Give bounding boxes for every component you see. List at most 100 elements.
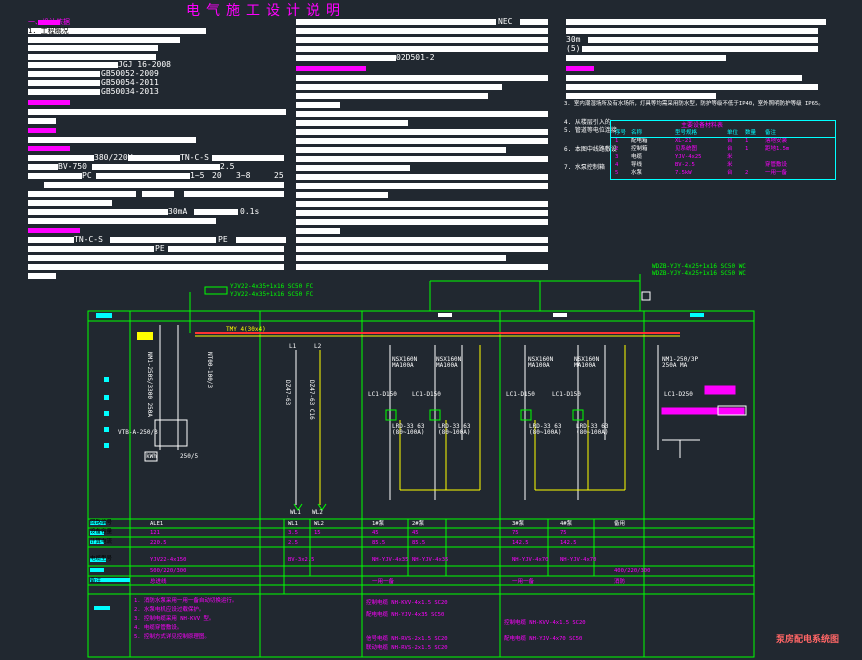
feeder-cable-label: WDZB-YJY-4x25+1x16 SC50 WC: [652, 263, 746, 270]
reference-code: 02D501-2: [396, 53, 435, 62]
table-row-label: 电缆型号: [90, 556, 113, 562]
right-text-column: 30m (5) 3. 室内潮湿场所及有水场所，灯具等均需采用防水型，防护等级不低…: [560, 0, 860, 280]
pe-label-2: PE: [155, 244, 165, 253]
table-cell: WL1: [288, 521, 298, 527]
system-type: TN-C-S: [180, 153, 209, 162]
busbar-label: TMY 4(30x4): [226, 326, 266, 333]
phase-l1: L1: [289, 343, 297, 350]
note-4: 4. 从楼层引入的: [564, 119, 611, 126]
arrow-l2: [317, 503, 327, 511]
table-row-label: 回路编号: [90, 520, 113, 526]
main-breaker-label: NM1-250S/3300 250A: [146, 352, 153, 418]
table-cell: 400/220/300: [614, 568, 651, 574]
arrow-l1: [293, 503, 303, 511]
table-cell: 2#泵: [412, 521, 425, 527]
kwh-label: kWh: [146, 453, 157, 460]
vtb-label: VTB-A-250/3: [118, 429, 158, 436]
legend-cell: 一用一备: [765, 170, 788, 176]
legend-cell: 见系统图: [675, 146, 698, 152]
note-line: 联动电缆 NH-RVS-2x1.5 SC20: [366, 645, 448, 651]
conduit-range-2: 3~8: [236, 171, 251, 180]
note-line: 信号电缆 NH-RVS-2x1.5 SC20: [366, 636, 448, 642]
table-cell: NH-YJV-4x35: [412, 557, 449, 563]
legend-cell: 导线: [631, 162, 643, 168]
legend-cell: YJV-4x25: [675, 154, 702, 160]
legend-cell: 序号: [615, 130, 627, 136]
table-cell: 75: [512, 530, 519, 536]
legend-cell: 2: [745, 170, 749, 176]
table-cell: 142.5: [560, 540, 577, 546]
diagram-frame: [87, 310, 755, 658]
kwh-meter-box: [144, 451, 158, 462]
table-cell: YJV22-4x150: [150, 557, 187, 563]
table-cell: 4#泵: [560, 521, 573, 527]
pump-breaker-2: NSX160N MA100A: [436, 356, 462, 369]
legend-cell: 落地安装: [765, 138, 788, 144]
table-cell: 75: [560, 530, 567, 536]
table-cell: 500/220/300: [150, 568, 187, 574]
legend-title: 主要设备材料表: [681, 122, 724, 129]
ct-label: 250/5: [180, 453, 199, 460]
legend-cell: 台: [727, 138, 733, 144]
note-line: 2. 水泵电机应设过载保护。: [134, 607, 205, 613]
branch-breaker-label: DZ47-63: [284, 380, 291, 406]
legend-cell: 3: [615, 154, 619, 160]
pump-breaker-4: NSX160N MA100A: [574, 356, 600, 369]
table-cell: 121: [150, 530, 160, 536]
note-line: 3. 控制电缆采用 NH-KVV 型。: [134, 616, 215, 622]
meter-box: [204, 286, 228, 295]
note-6: 6. 本图中线路敷设: [564, 146, 617, 153]
table-cell: 3.5: [288, 530, 298, 536]
note-line: 配电电缆 NH-YJV-4x70 SC50: [504, 636, 583, 642]
legend-cell: 1: [745, 138, 749, 144]
table-cell: 15: [314, 530, 321, 536]
pump-breaker-3: NSX160N MA100A: [528, 356, 554, 369]
drawing-title-label: 泵房配电系统图: [776, 635, 840, 645]
distance-value: 30m: [566, 35, 581, 44]
table-cell: ALE1: [150, 521, 164, 527]
legend-rule: [611, 137, 835, 138]
reference-code: NEC: [498, 17, 513, 26]
branch-breaker-label-2: DZ47-63 C16: [308, 380, 315, 420]
incoming-cable-label: YJV22-4x35+1x16 SC50 FC: [230, 283, 314, 290]
table-cell: NH-YJV-4x35: [372, 557, 409, 563]
legend-cell: 数量: [745, 130, 757, 136]
phase-l2: L2: [314, 343, 322, 350]
note-7: 7. 水泵控制箱: [564, 164, 605, 171]
right-breaker: NM1-250/3P 250A MA: [662, 356, 699, 369]
legend-cell: 备注: [765, 130, 777, 136]
conduit-dia: 20: [212, 171, 222, 180]
legend-cell: 1: [615, 138, 619, 144]
note-line: 1. 消防水泵采用一用一备自动切换运行。: [134, 598, 238, 604]
note-line: 5. 控制方式详见控制原理图。: [134, 634, 210, 640]
note-3: 3. 室内潮湿场所及有水场所，灯具等均需采用防水型，防护等级不低于IP40，室外…: [564, 101, 824, 107]
table-cell: 一用一备: [512, 579, 535, 585]
feeder-cable-label-2: WDZB-YJY-4x25+1x16 SC50 WC: [652, 270, 746, 277]
table-cell: 消防: [614, 579, 626, 585]
relay-2: LRD-33 63 (80~100A): [438, 423, 471, 436]
right-contactor: LC1-D250: [664, 391, 693, 398]
legend-cell: 1: [745, 146, 749, 152]
contactor-1: LC1-D150: [368, 391, 397, 398]
left-text-column: 一、设计依据 1. 工程概况 JGJ 16-2008 GB50052-2009 …: [0, 0, 300, 280]
table-cell: BV-3x2.5: [288, 557, 315, 563]
conduit-type: PC: [82, 171, 92, 180]
circuit-wl2: WL2: [312, 509, 323, 516]
conduit-range: 1~5: [190, 171, 205, 180]
item-project-overview: 1. 工程概况: [28, 27, 69, 35]
legend-cell: 7.5kW: [675, 170, 692, 176]
legend-cell: 米: [727, 154, 733, 160]
legend-cell: 型号规格: [675, 130, 698, 136]
incoming-cable-label-2: YJV22-4x35+1x16 SC50 FC: [230, 291, 314, 298]
legend-cell: 电缆: [631, 154, 643, 160]
pe-label: PE: [218, 235, 228, 244]
legend-cell: 距地1.5m: [765, 146, 790, 152]
legend-cell: 台: [727, 170, 733, 176]
vtb-box: [154, 419, 188, 447]
main-fuse-symbol: [137, 332, 153, 340]
note-line: 4. 电缆穿管敷设。: [134, 625, 183, 631]
legend-cell: XL-21: [675, 138, 692, 144]
earth-system: TN-C-S: [74, 235, 103, 244]
junction-box: [641, 291, 651, 301]
